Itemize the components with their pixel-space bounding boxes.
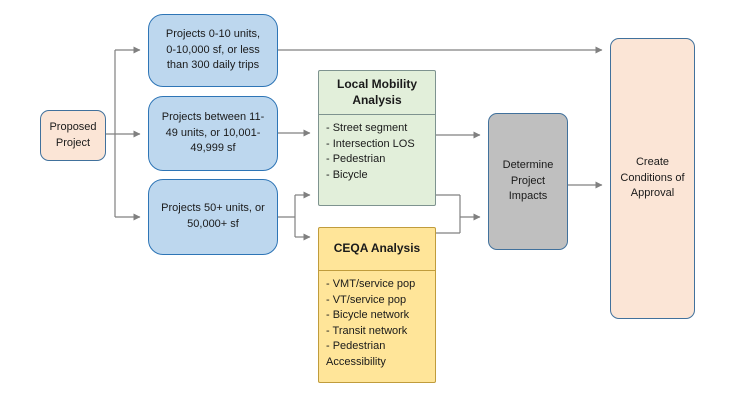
list-item: - Pedestrian xyxy=(326,153,386,166)
local-mobility-analysis-list: - Street segment - Intersection LOS - Pe… xyxy=(319,115,435,205)
tier3-large-projects-node: Projects 50+ units, or 50,000+ sf xyxy=(148,179,278,255)
proposed-project-node: Proposed Project xyxy=(40,110,106,161)
tier2-label: Projects between 11-49 units, or 10,001-… xyxy=(161,110,265,155)
local-mobility-analysis-node: Local Mobility Analysis - Street segment… xyxy=(318,70,436,206)
list-item: - Bicycle xyxy=(326,168,368,181)
list-item: - Street segment xyxy=(326,122,408,134)
determine-project-impacts-label: Determine Project Impacts xyxy=(502,158,554,203)
local-mobility-analysis-title: Local Mobility Analysis xyxy=(319,71,435,115)
list-item: - Pedestrian Accessibility xyxy=(326,340,386,369)
proposed-project-label: Proposed Project xyxy=(49,120,97,149)
list-item: - Intersection LOS xyxy=(326,137,415,150)
list-item: - Transit network xyxy=(326,324,408,337)
determine-project-impacts-node: Determine Project Impacts xyxy=(488,113,568,250)
list-item: - Bicycle network xyxy=(326,309,410,322)
create-conditions-of-approval-label: Create Conditions of Approval xyxy=(620,155,685,200)
tier1-label: Projects 0-10 units, 0-10,000 sf, or les… xyxy=(165,27,261,72)
tier3-label: Projects 50+ units, or 50,000+ sf xyxy=(161,202,265,230)
list-item: - VT/service pop xyxy=(326,293,407,306)
create-conditions-of-approval-node: Create Conditions of Approval xyxy=(610,38,695,319)
tier1-small-projects-node: Projects 0-10 units, 0-10,000 sf, or les… xyxy=(148,14,278,87)
tier2-medium-projects-node: Projects between 11-49 units, or 10,001-… xyxy=(148,96,278,171)
ceqa-analysis-node: CEQA Analysis - VMT/service pop - VT/ser… xyxy=(318,227,436,383)
ceqa-analysis-list: - VMT/service pop - VT/service pop - Bic… xyxy=(319,271,435,382)
list-item: - VMT/service pop xyxy=(326,278,416,290)
ceqa-analysis-title: CEQA Analysis xyxy=(319,228,435,271)
